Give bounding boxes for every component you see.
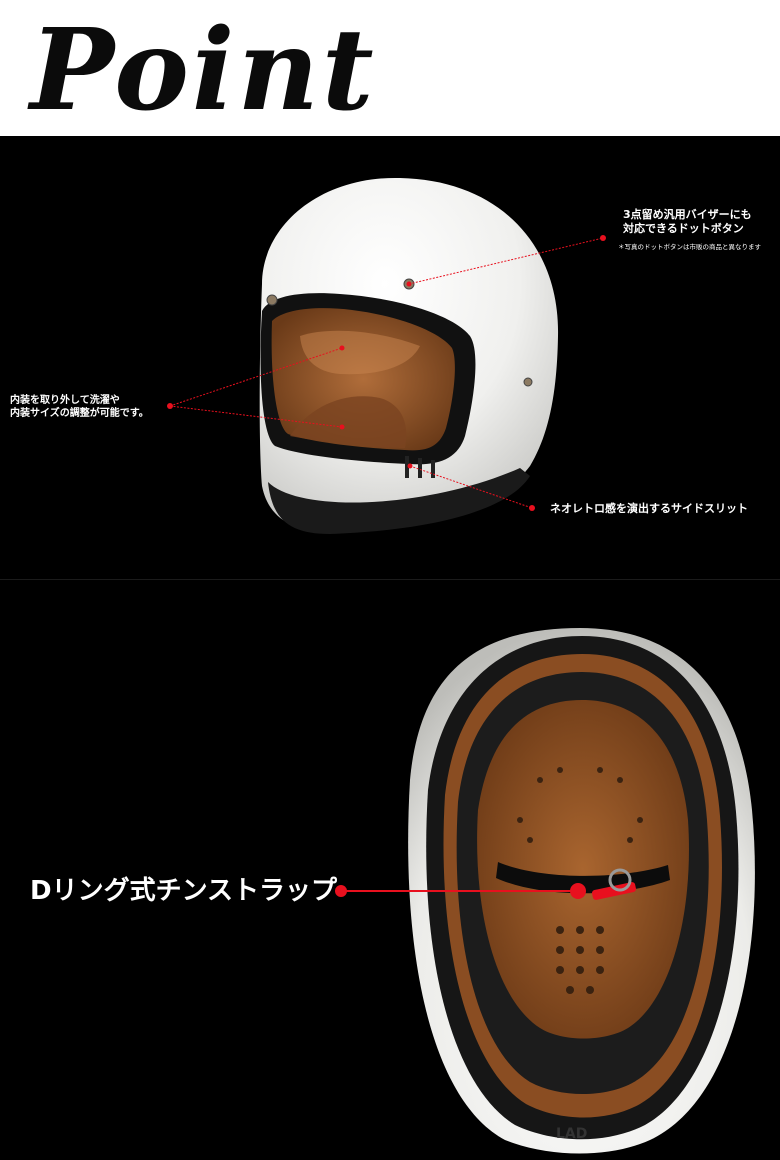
dot-button-left <box>266 294 278 306</box>
side-slit-1 <box>405 456 409 478</box>
callout-liner-line2: 内装サイズの調整が可能です。 <box>10 408 149 419</box>
dot-button-right <box>523 377 533 387</box>
callout-chin-strap: Dリング式チンストラップ <box>30 876 338 906</box>
header-banner: Point <box>0 0 780 136</box>
helmet-side-illustration <box>167 177 606 534</box>
side-slit-3 <box>431 460 435 478</box>
side-slit-2 <box>418 458 422 478</box>
d-ring <box>608 868 632 892</box>
callout-visor-button-line2: 対応できるドットボタン <box>623 222 744 235</box>
helmet-bottom-rim <box>268 468 530 534</box>
helmet-inside-view-panel: LAD Dリング式チンストラップ <box>0 580 780 1160</box>
callout-visor-button: 3点留め汎用バイザーにも 対応できるドットボタン <box>623 208 752 236</box>
d-ring-tab <box>591 882 637 900</box>
helmet-inside-illustration: LAD <box>335 628 755 1154</box>
panel-divider <box>0 579 780 580</box>
callout-side-slit: ネオレトロ感を演出するサイドスリット <box>550 502 748 515</box>
point-logo: Point <box>30 5 377 136</box>
liner-vents <box>517 767 643 994</box>
callout-visor-button-line1: 3点留め汎用バイザーにも <box>623 208 752 221</box>
brand-mark: LAD <box>556 1126 587 1142</box>
callout-liner: 内装を取り外して洗濯や 内装サイズの調整が可能です。 <box>10 394 149 420</box>
callout-liner-line1: 内装を取り外して洗濯や <box>10 395 120 406</box>
helmet-side-view-panel: 3点留め汎用バイザーにも 対応できるドットボタン ＊写真のドットボタンは市販の商… <box>0 136 780 580</box>
callout-visor-note: ＊写真のドットボタンは市販の商品と異なります <box>618 243 761 251</box>
inner-padding <box>477 700 689 1039</box>
